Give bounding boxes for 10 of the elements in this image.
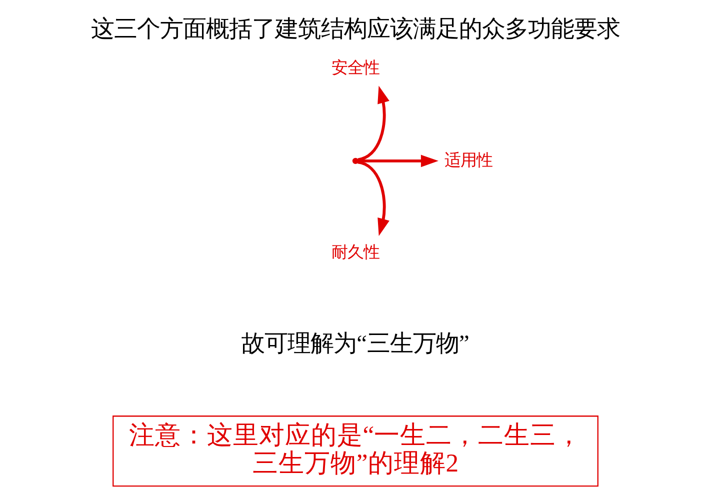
arrow — [358, 154, 438, 168]
node-text: 适用性 — [444, 150, 493, 170]
diagram-title: 这三个方面概括了建筑结构应该满足的众多功能要求 — [91, 16, 620, 42]
node-text: 耐久性 — [332, 242, 380, 262]
label: 故可理解为“三生万物” — [242, 330, 470, 357]
node-point — [352, 158, 359, 164]
arrow — [358, 86, 390, 162]
arrow — [357, 160, 390, 236]
node-box: 注意：这里对应的是“一生二，二生三，三生万物”的理解2 — [112, 416, 598, 487]
node-text: 安全性 — [332, 58, 380, 78]
